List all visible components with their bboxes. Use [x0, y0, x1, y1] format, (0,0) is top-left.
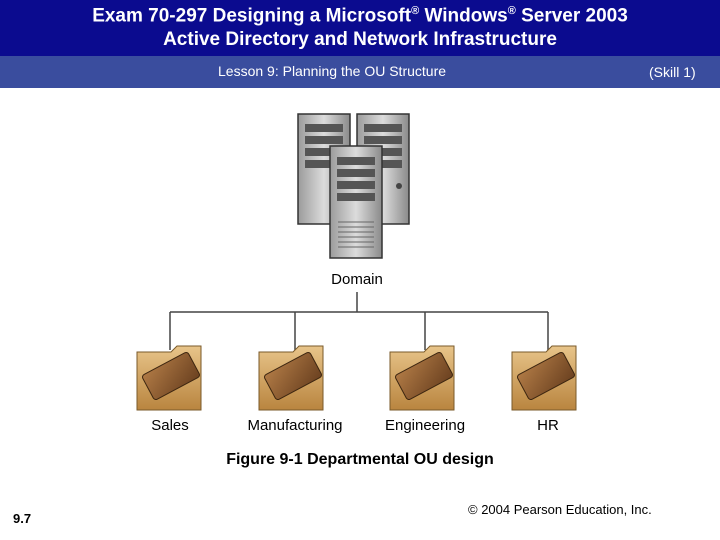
- ou-folder-icon: [389, 345, 455, 411]
- lesson-band: Lesson 9: Planning the OU Structure (Ski…: [0, 56, 720, 88]
- ou-label-manufacturing: Manufacturing: [247, 417, 342, 434]
- ou-folder-icon: [258, 345, 324, 411]
- ou-label-hr: HR: [537, 417, 559, 434]
- copyright-notice: © 2004 Pearson Education, Inc.: [468, 502, 652, 517]
- title-band: Exam 70-297 Designing a Microsoft® Windo…: [0, 0, 720, 56]
- slide-title-line-2: Active Directory and Network Infrastruct…: [163, 29, 557, 50]
- ou-label-sales: Sales: [151, 417, 189, 434]
- slide-number: 9.7: [13, 511, 32, 526]
- server-rack-icon: [297, 113, 410, 259]
- skill-label: (Skill 1): [649, 64, 696, 80]
- ou-folder-icon: [136, 345, 202, 411]
- domain-label: Domain: [331, 271, 383, 288]
- ou-folder-icon: [511, 345, 577, 411]
- figure-caption: Figure 9-1 Departmental OU design: [226, 451, 494, 468]
- lesson-title: Lesson 9: Planning the OU Structure: [218, 63, 447, 79]
- ou-diagram: Domain Sales Manufacturing: [135, 110, 585, 435]
- slide-title-line-1: Exam 70-297 Designing a Microsoft® Windo…: [92, 5, 628, 27]
- tree-connectors: [169, 292, 549, 350]
- ou-label-engineering: Engineering: [385, 417, 465, 434]
